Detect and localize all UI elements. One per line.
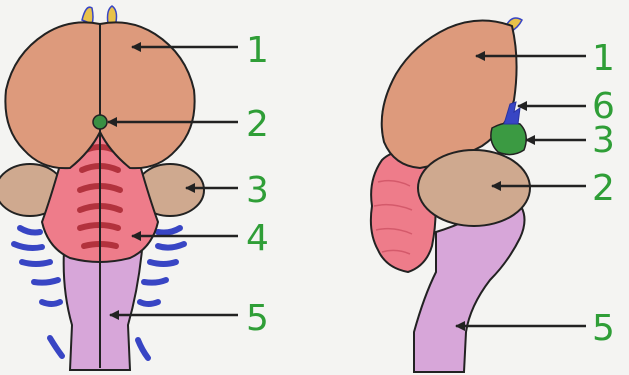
right-label-2: 2 (592, 168, 615, 209)
right-diencephalon (491, 123, 526, 155)
left-label-3: 3 (246, 170, 269, 211)
left-labels: 1 2 3 4 5 (246, 30, 269, 339)
left-label-1: 1 (246, 30, 269, 71)
right-label-1: 1 (592, 38, 615, 79)
right-optic-lobe (418, 150, 530, 226)
right-label-3: 3 (592, 120, 615, 161)
left-pineal-body (93, 115, 107, 129)
right-labels: 1 6 3 2 5 (592, 38, 615, 349)
right-label-5: 5 (592, 308, 615, 349)
left-hemisphere-left (5, 22, 100, 168)
right-brain-view (371, 18, 530, 372)
left-label-4: 4 (246, 218, 269, 259)
left-medulla (64, 250, 142, 370)
left-hemisphere-right (100, 22, 195, 168)
left-olfactory-tip-right (108, 6, 117, 24)
left-label-2: 2 (246, 104, 269, 145)
left-label-5: 5 (246, 298, 269, 339)
